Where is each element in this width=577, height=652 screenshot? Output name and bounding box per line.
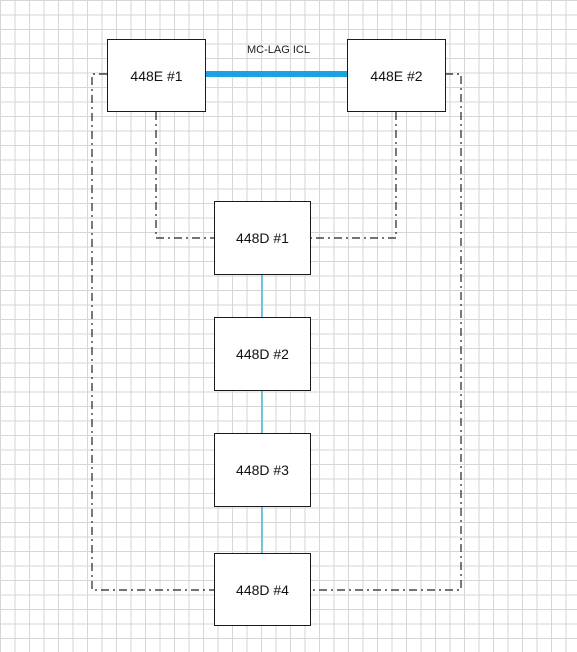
outer-link-right: [311, 73, 462, 591]
icl-label: MC-LAG ICL: [247, 44, 310, 56]
node-448d-4[interactable]: 448D #4: [214, 553, 311, 626]
node-448d-3[interactable]: 448D #3: [214, 433, 311, 507]
node-448d-1[interactable]: 448D #1: [214, 201, 311, 275]
inner-link-right: [311, 112, 397, 239]
outer-link-left: [91, 73, 214, 591]
node-448e-2[interactable]: 448E #2: [347, 39, 446, 112]
inner-link-left: [155, 112, 214, 239]
node-448e-1[interactable]: 448E #1: [107, 39, 206, 112]
node-448d-2[interactable]: 448D #2: [214, 317, 311, 391]
